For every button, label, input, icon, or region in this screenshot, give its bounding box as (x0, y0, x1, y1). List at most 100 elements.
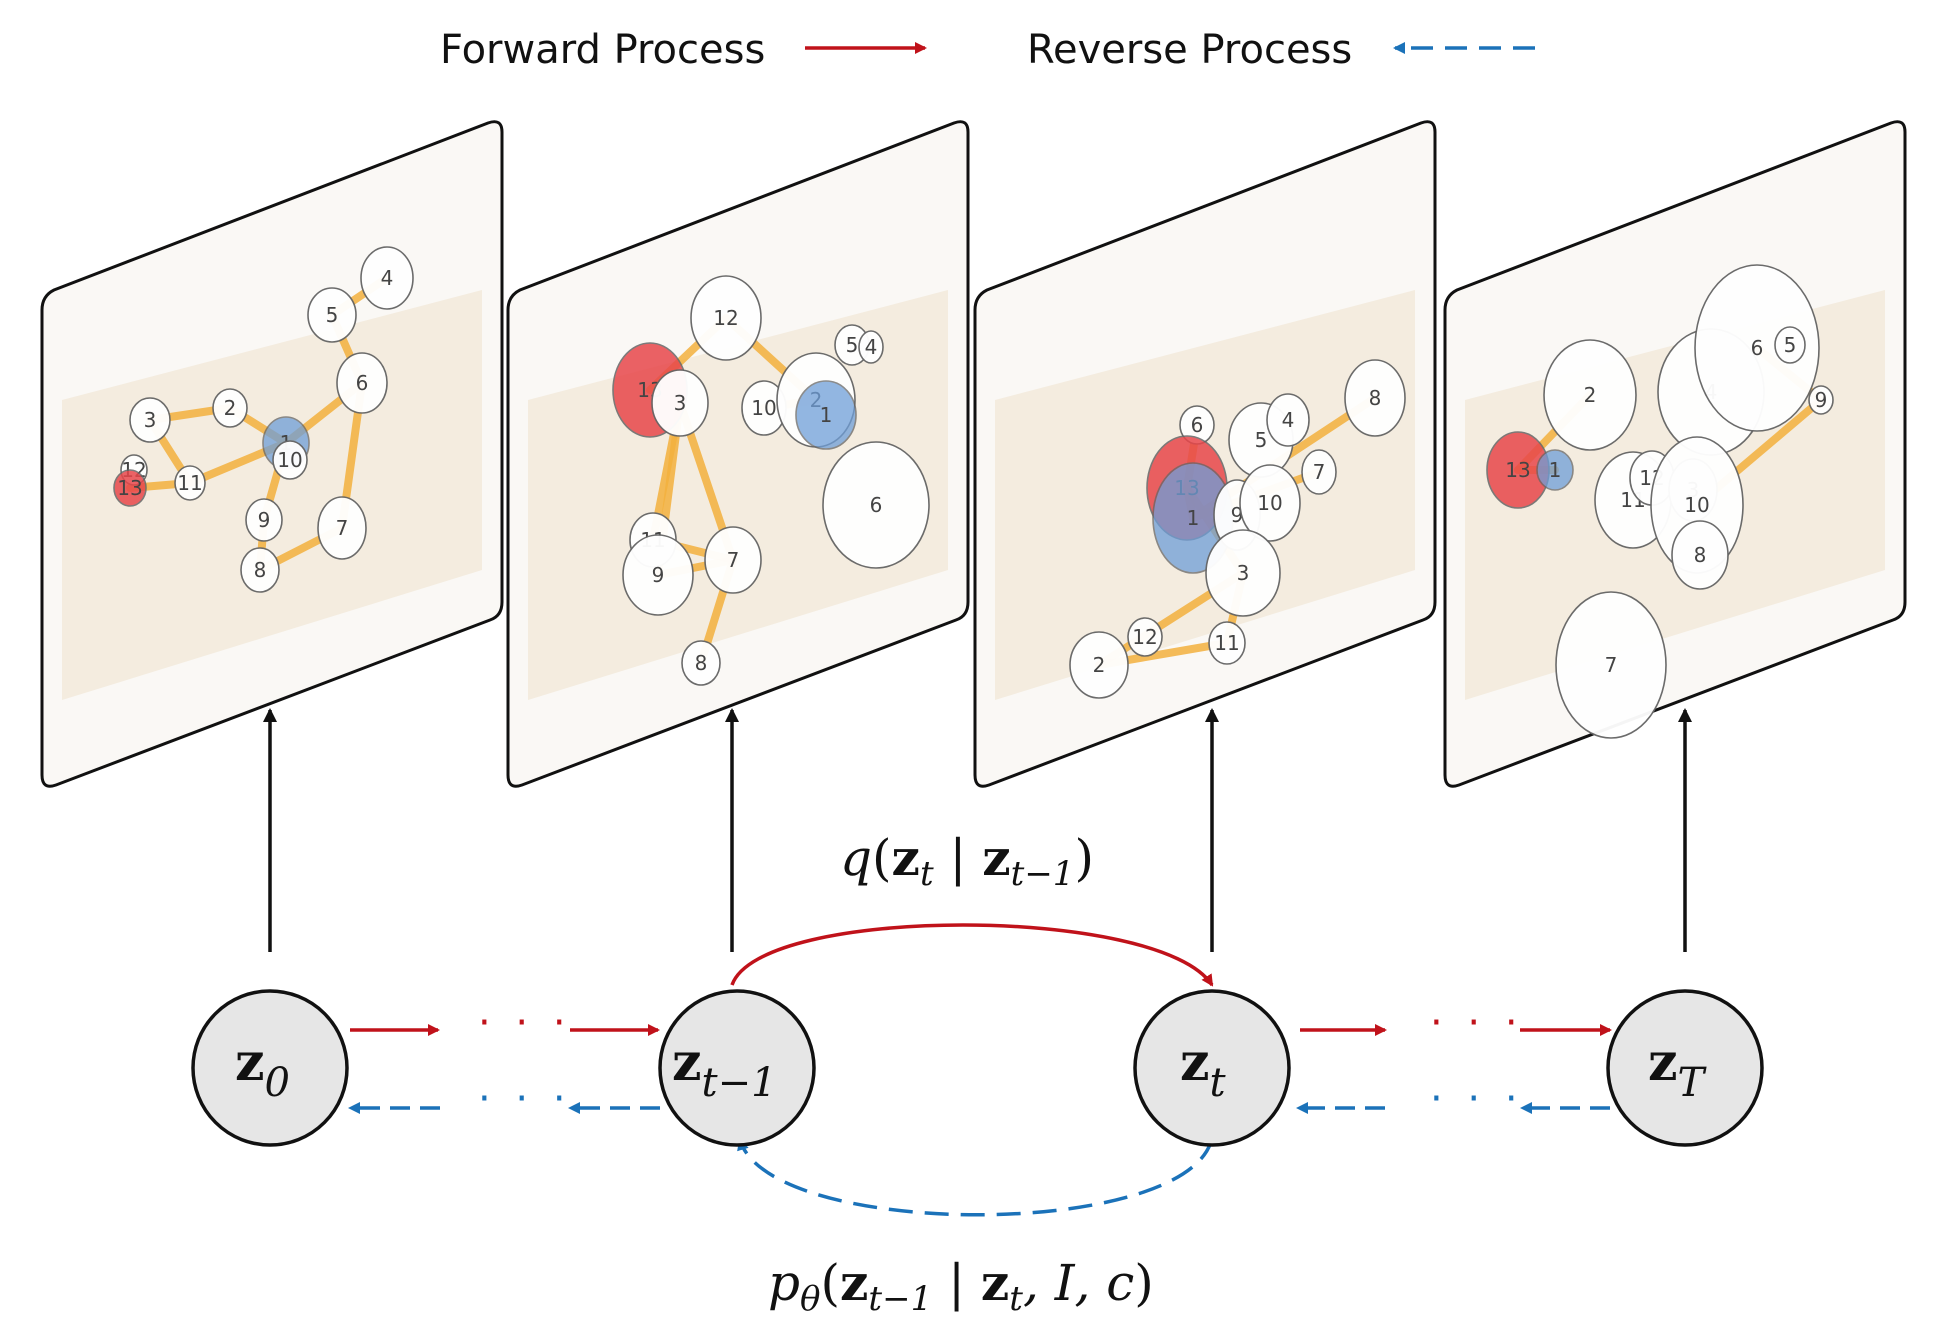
object-bubble-label: 12 (1132, 625, 1157, 649)
forward-ellipsis-1: · · · (478, 1000, 572, 1046)
object-bubble-label: 13 (1505, 458, 1530, 482)
object-bubble (1069, 631, 1129, 699)
object-bubble (307, 287, 357, 343)
reverse-chain: · · · · · · (348, 1076, 1610, 1122)
reverse-ellipsis-2: · · · (1430, 1076, 1524, 1122)
image-panels: 3254611012131198712133102154611978654813… (40, 120, 1907, 788)
panel-4: 24659131111231087 (1443, 120, 1907, 788)
object-bubble-label: 5 (326, 303, 339, 327)
object-bubble-label: 2 (224, 396, 237, 420)
node-z0-main: z (235, 1032, 265, 1093)
panel-1: 32546110121311987 (40, 120, 504, 788)
node-zt: zt (1133, 989, 1291, 1147)
object-bubble (1301, 449, 1337, 495)
node-zT-main: z (1648, 1032, 1678, 1093)
eq-reverse-func-sub: θ (800, 1279, 820, 1319)
eq-forward-close: ) (1074, 829, 1094, 887)
node-zt-1-main: z (672, 1032, 702, 1093)
object-bubble (1543, 339, 1637, 451)
object-bubble-label: 8 (1369, 386, 1382, 410)
object-bubble (795, 380, 857, 450)
object-bubble-label: 12 (713, 306, 738, 330)
object-bubble-label: 7 (336, 516, 349, 540)
object-bubble (360, 246, 414, 310)
object-bubble (622, 534, 694, 616)
object-bubble-label: 5 (1784, 333, 1797, 357)
object-bubble-label: 5 (846, 333, 859, 357)
node-z0-sub: 0 (265, 1060, 290, 1106)
node-z0-circle (191, 989, 349, 1147)
object-bubble-label: 9 (1815, 388, 1828, 412)
eq-forward-b: z (982, 828, 1010, 887)
eq-forward-a-sub: t (920, 854, 934, 894)
object-bubble (690, 275, 762, 361)
node-zt-1-sub: t−1 (702, 1060, 777, 1106)
node-zt-main: z (1180, 1032, 1210, 1093)
object-bubble (317, 496, 367, 560)
object-bubble-label: 3 (1237, 561, 1250, 585)
node-zt-sub: t (1210, 1060, 1227, 1106)
object-bubble (1555, 591, 1667, 739)
object-bubble (174, 465, 206, 501)
eq-reverse-open: ( (821, 1254, 841, 1312)
object-bubble-label: 7 (727, 548, 740, 572)
object-bubble-label: 7 (1605, 653, 1618, 677)
object-bubble (1208, 621, 1246, 665)
svg-text:z0: z0 (235, 1032, 290, 1106)
forward-equation: q(zt | zt−1) (840, 828, 1094, 894)
node-zT: zT (1606, 989, 1764, 1147)
render-arrows (263, 708, 1692, 952)
reverse-equation: pθ(zt−1 | zt, I, c) (768, 1253, 1154, 1319)
object-bubble-label: 1 (1187, 506, 1200, 530)
object-bubble-label: 6 (870, 493, 883, 517)
object-bubble (1694, 264, 1820, 432)
object-bubble-label: 1 (1549, 458, 1562, 482)
svg-text:zt−1: zt−1 (672, 1032, 777, 1106)
forward-ellipsis-2: · · · (1430, 1000, 1524, 1046)
eq-reverse-rest: , I, c (1023, 1254, 1134, 1312)
object-bubble-label: 10 (277, 448, 302, 472)
svg-text:q(zt | zt−1): q(zt | zt−1) (840, 828, 1094, 894)
node-zt-1: zt−1 (658, 989, 816, 1147)
object-bubble-label: 9 (258, 508, 271, 532)
node-zT-sub: T (1678, 1060, 1708, 1106)
eq-reverse-func: p (768, 1254, 800, 1312)
object-bubble-label: 9 (652, 563, 665, 587)
legend: Forward Process Reverse Process (440, 27, 1535, 73)
object-bubble-label: 7 (1313, 460, 1326, 484)
eq-reverse-bar: | (932, 1254, 981, 1312)
reverse-ellipsis-1: · · · (478, 1076, 572, 1122)
forward-chain: · · · · · · (350, 1000, 1612, 1046)
object-bubble (1808, 385, 1834, 415)
eq-forward-b-sub: t−1 (1011, 854, 1075, 894)
object-bubble-label: 1 (820, 403, 833, 427)
svg-text:zt: zt (1180, 1032, 1227, 1106)
object-bubble (129, 397, 171, 443)
object-bubble-label: 4 (381, 266, 394, 290)
object-bubble (113, 469, 147, 507)
object-bubble-label: 10 (1684, 493, 1709, 517)
object-bubble-label: 2 (1093, 653, 1106, 677)
object-bubble-label: 2 (1584, 383, 1597, 407)
object-bubble-label: 8 (1694, 543, 1707, 567)
object-bubble (858, 330, 884, 364)
object-bubble-label: 5 (1255, 428, 1268, 452)
eq-forward-a: z (892, 828, 920, 887)
object-bubble-label: 13 (117, 476, 142, 500)
legend-reverse-label: Reverse Process (1027, 27, 1352, 73)
object-bubble (1266, 393, 1310, 447)
panel-3: 65481319107321211 (973, 120, 1437, 788)
svg-text:zT: zT (1648, 1032, 1708, 1106)
object-bubble (240, 547, 280, 593)
node-z0: z0 (191, 989, 349, 1147)
object-bubble-label: 4 (1282, 408, 1295, 432)
object-bubble-label: 11 (177, 471, 202, 495)
object-bubble (1774, 326, 1806, 364)
object-bubble (1205, 529, 1281, 617)
eq-forward-func: q (840, 829, 872, 887)
node-zT-circle (1606, 989, 1764, 1147)
reverse-transition-arrow (737, 1137, 1214, 1217)
object-bubble (212, 388, 248, 428)
object-bubble-label: 8 (254, 558, 267, 582)
